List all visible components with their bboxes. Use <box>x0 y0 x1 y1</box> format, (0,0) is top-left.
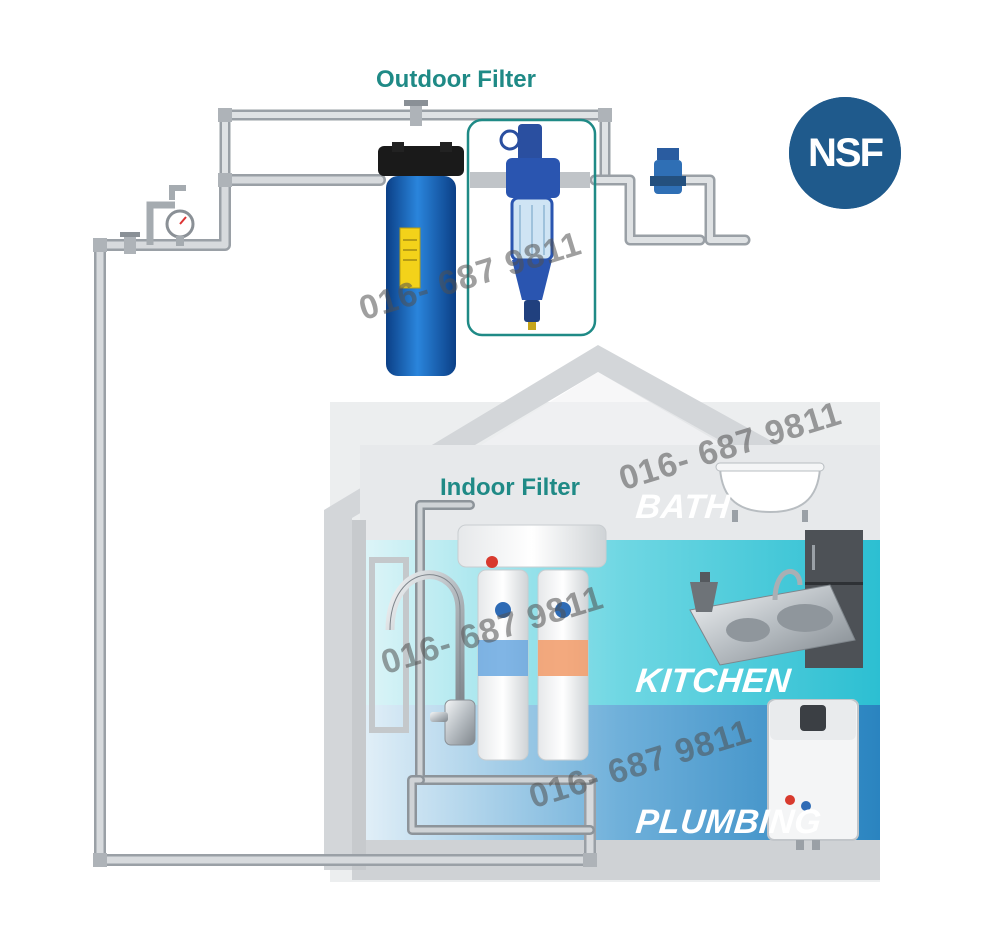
pipe-network <box>93 108 751 867</box>
nsf-badge-text: NSF <box>789 97 901 209</box>
faucet-icon <box>385 570 476 746</box>
outdoor-filter-title: Outdoor Filter <box>376 66 536 93</box>
outdoor-filter-highlight <box>466 118 597 337</box>
kitchen-sink-icon <box>689 569 856 666</box>
room-label-kitchen: KITCHEN <box>634 662 793 700</box>
valve-icon <box>404 100 428 126</box>
pressure-gauge-icon <box>146 185 195 246</box>
water-meter-icon <box>650 148 686 194</box>
valve-icon <box>120 232 140 254</box>
twin-cartridge-filter-icon <box>457 524 607 761</box>
room-label-bath: BATH <box>634 488 732 526</box>
water-heater-icon <box>767 699 859 850</box>
indoor-filter-title: Indoor Filter <box>440 474 580 501</box>
bathtub-icon <box>715 462 825 522</box>
spin-down-filter-icon <box>470 124 590 330</box>
jumbo-filter-icon <box>378 142 464 376</box>
room-label-plumbing: PLUMBING <box>634 803 824 841</box>
